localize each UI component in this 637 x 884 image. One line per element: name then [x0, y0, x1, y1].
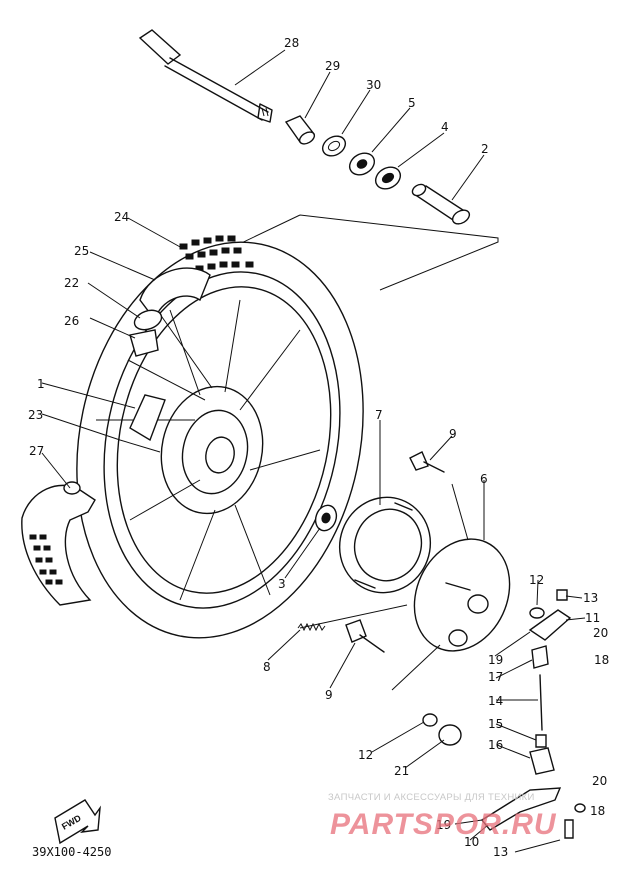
rim-lock-part — [129, 394, 166, 442]
callout-10: 10 — [464, 835, 479, 849]
callout-4: 4 — [441, 120, 449, 134]
oil-seal-part — [321, 135, 347, 157]
tube-part — [133, 267, 211, 331]
callout-18-lower: 18 — [590, 804, 605, 818]
rim-band-part — [129, 329, 159, 357]
callout-8: 8 — [263, 660, 271, 674]
bolt-part-upper — [409, 451, 445, 473]
callout-21: 21 — [394, 764, 409, 778]
callout-16: 16 — [488, 738, 503, 752]
callout-19-lower: 19 — [436, 818, 451, 832]
callout-26: 26 — [64, 314, 79, 328]
callout-2: 2 — [481, 142, 489, 156]
callout-labels: 28 29 30 5 4 2 24 25 22 26 1 23 27 7 9 6… — [28, 36, 609, 859]
callout-12-lower: 12 — [358, 748, 373, 762]
callout-30: 30 — [366, 78, 381, 92]
callout-12-upper: 12 — [529, 573, 544, 587]
callout-27: 27 — [29, 444, 44, 458]
watermark-caption: ЗАПЧАСТИ И АКСЕССУАРЫ ДЛЯ ТЕХНИКИ — [328, 792, 535, 803]
callout-7: 7 — [375, 408, 383, 422]
bearing-part-4 — [374, 166, 402, 190]
spring-part — [297, 622, 326, 632]
drawing-code: 39X100-4250 — [32, 845, 111, 859]
callout-28: 28 — [284, 36, 299, 50]
callout-9-lower: 9 — [325, 688, 333, 702]
dust-seal-part — [314, 504, 338, 532]
callout-24: 24 — [114, 210, 129, 224]
callout-17: 17 — [488, 670, 503, 684]
callout-3: 3 — [278, 577, 286, 591]
callout-13-lower: 13 — [493, 845, 508, 859]
callout-9-upper: 9 — [449, 427, 457, 441]
callout-14: 14 — [488, 694, 503, 708]
callout-20-upper: 20 — [593, 626, 608, 640]
spacer-part — [411, 183, 471, 225]
callout-15: 15 — [488, 717, 503, 731]
callout-19-upper: 19 — [488, 653, 503, 667]
watermark: ЗАПЧАСТИ И АКСЕССУАРЫ ДЛЯ ТЕХНИКИ PARTSP… — [328, 792, 557, 841]
callout-18-upper: 18 — [594, 653, 609, 667]
camshaft-part — [345, 619, 385, 653]
tire-section-part — [21, 481, 96, 606]
callout-1: 1 — [37, 377, 45, 391]
axle-part — [138, 29, 273, 123]
brake-panel-part — [413, 538, 511, 652]
callout-5: 5 — [408, 96, 416, 110]
fwd-arrow-badge: FWD — [54, 799, 101, 845]
callout-22: 22 — [64, 276, 79, 290]
brake-arm-group — [422, 589, 586, 839]
callout-20-lower: 20 — [592, 774, 607, 788]
callout-13-upper: 13 — [583, 591, 598, 605]
callout-6: 6 — [480, 472, 488, 486]
bearing-part-5 — [348, 152, 376, 176]
watermark-brand: PARTSPOR.RU — [330, 808, 557, 841]
collar-part — [284, 115, 316, 145]
callout-11: 11 — [585, 611, 600, 625]
callout-29: 29 — [325, 59, 340, 73]
callout-25: 25 — [74, 244, 89, 258]
brake-shoe-part — [338, 496, 432, 594]
leader-lines — [41, 49, 586, 853]
callout-23: 23 — [28, 408, 43, 422]
wheel-assembly — [76, 235, 364, 639]
